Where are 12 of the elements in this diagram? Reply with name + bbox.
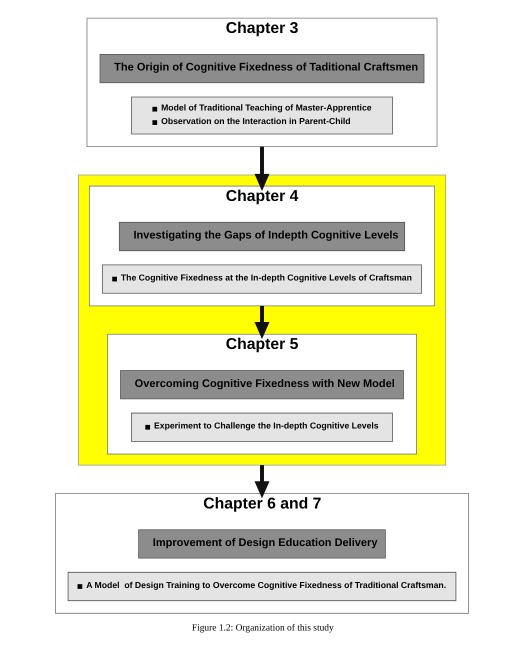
node-box: The Cognitive Fixedness at the In-depth Cognitive Levels of Craftsman <box>101 264 422 294</box>
node-box: Model of Traditional Teaching of Master-Apprentice Observation on the Interaction in Parent-Child <box>130 96 392 134</box>
arrow <box>254 465 269 498</box>
node-box: A Model of Design Training to Overcome Cognitive Fixedness of Traditional Craftsman. <box>67 572 456 602</box>
node-box: Overcoming Cognitive Fixedness with New Model <box>120 370 404 400</box>
arrow <box>254 306 269 340</box>
node-box: Investigating the Gaps of Indepth Cognitive Levels <box>118 222 405 252</box>
caption: Figure 1.2: Organization of this study <box>191 623 334 634</box>
arrow <box>254 146 269 191</box>
node-box: The Origin of Cognitive Fixedness of Taditional Craftsmen <box>99 54 424 84</box>
node-box: Improvement of Design Education Delivery <box>138 529 386 559</box>
node-box: Experiment to Challenge the In-depth Cognitive Levels <box>130 412 392 442</box>
